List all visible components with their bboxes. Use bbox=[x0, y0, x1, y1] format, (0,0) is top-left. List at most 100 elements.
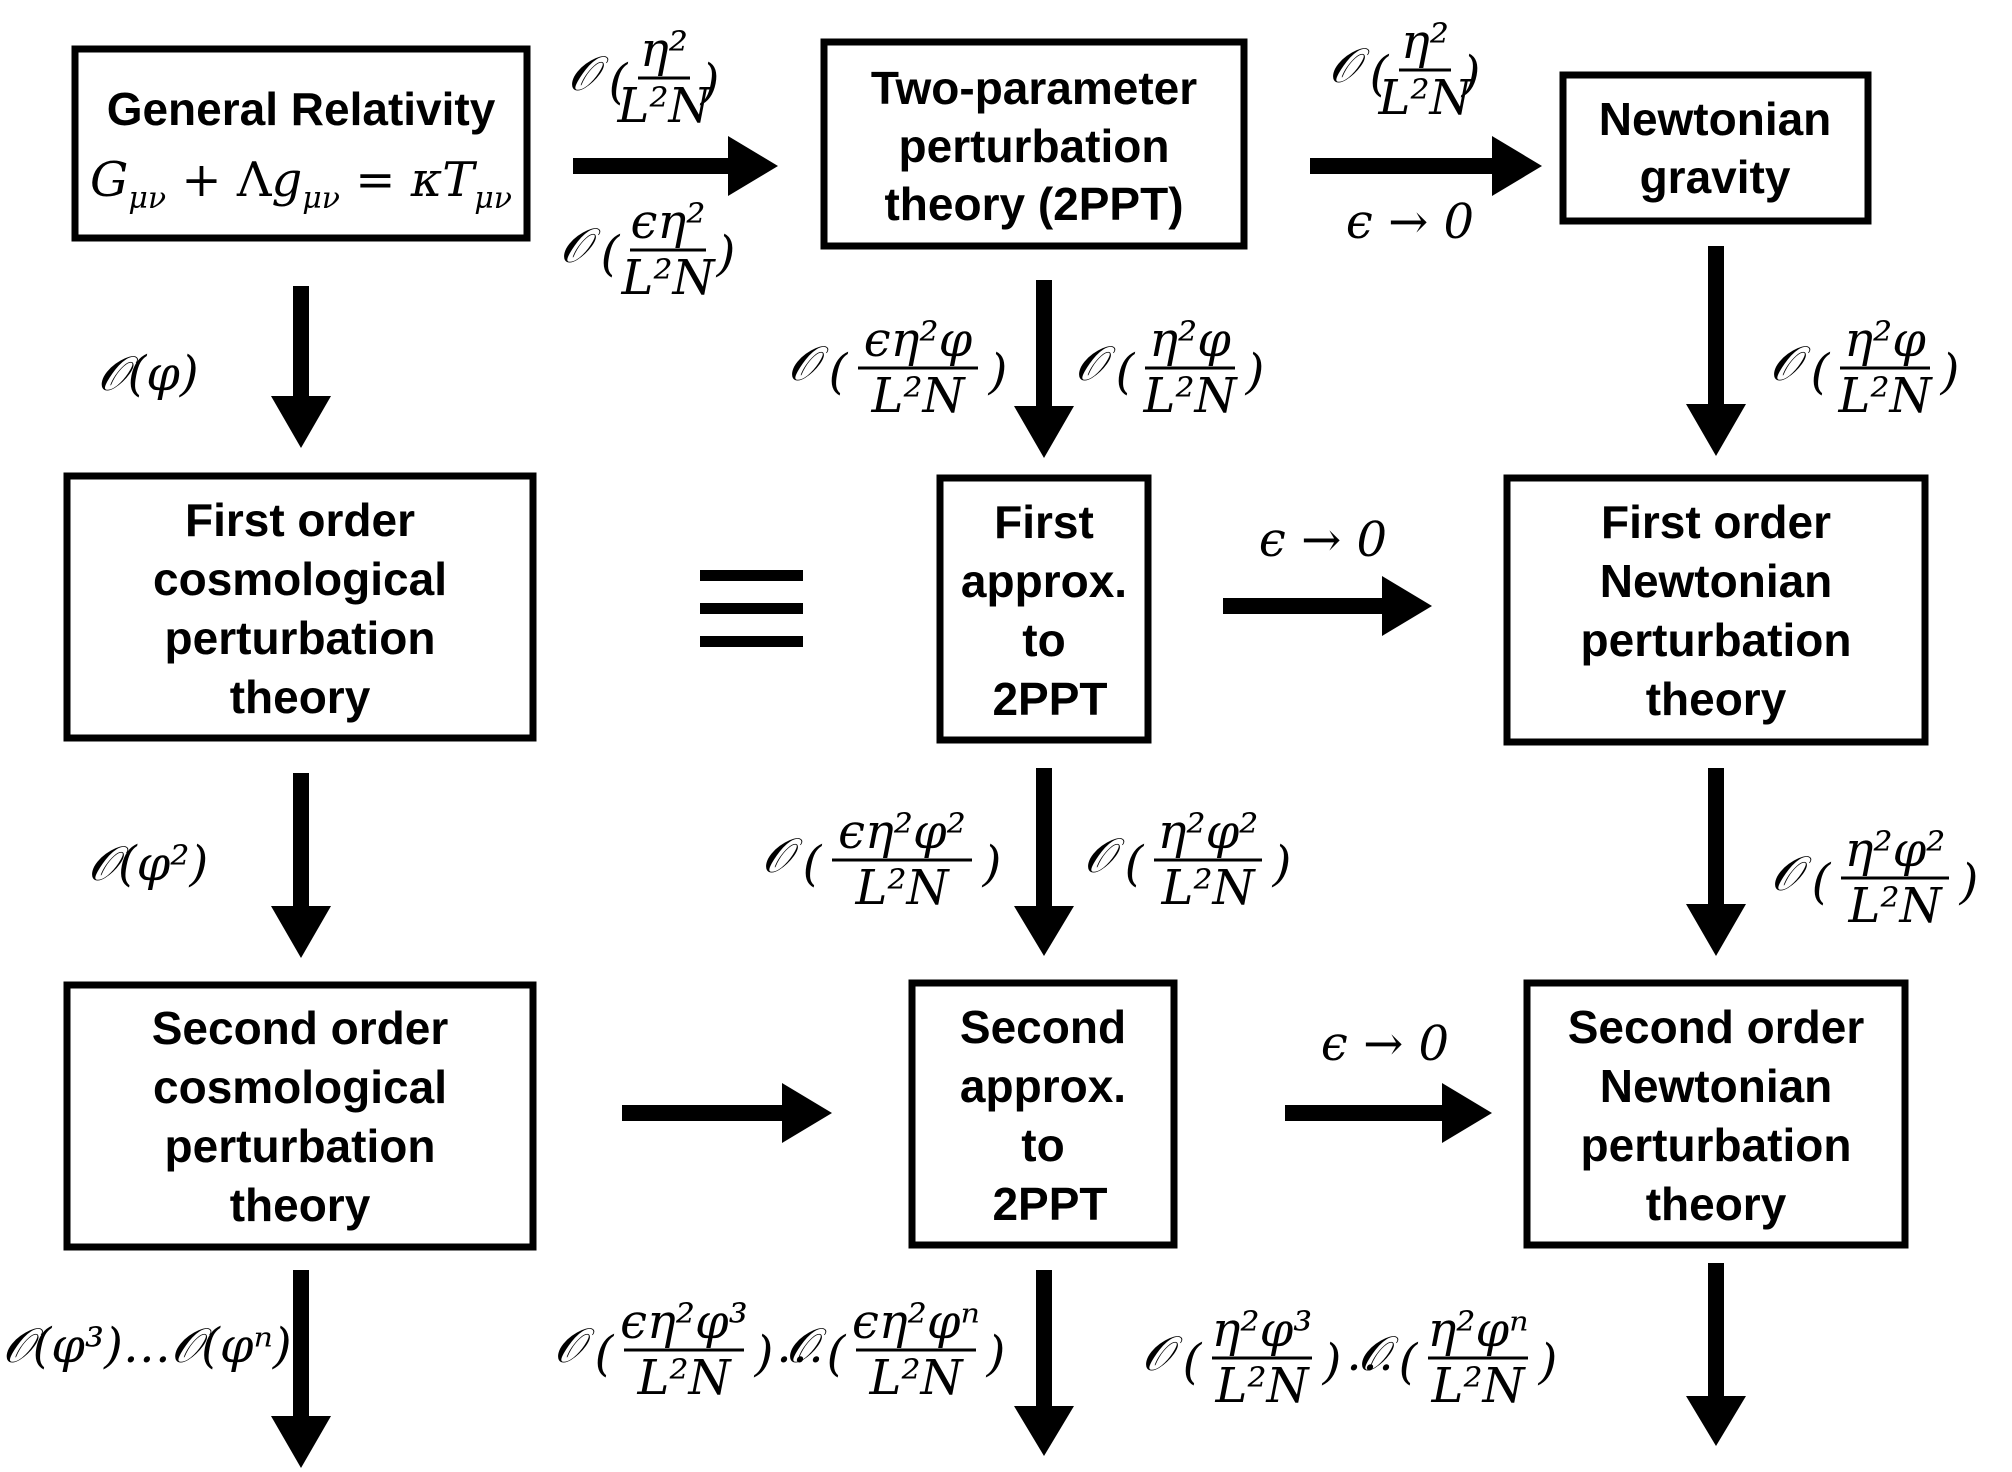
fraction-denominator: L²N bbox=[616, 78, 712, 134]
order-symbol: 𝒪 bbox=[762, 828, 803, 884]
arrow-second-approx-to-newton bbox=[1285, 1083, 1492, 1143]
box-line: cosmological bbox=[153, 1061, 447, 1113]
box-line: Newtonian bbox=[1600, 555, 1833, 607]
box-line: First order bbox=[1601, 496, 1831, 548]
order-phi2-label: 𝒪(φ²) bbox=[88, 836, 209, 892]
box-line: perturbation bbox=[165, 1120, 436, 1172]
paren-left: ( bbox=[1399, 1334, 1419, 1390]
order-symbol: 𝒪 bbox=[788, 336, 829, 392]
fraction-numerator: η²φⁿ bbox=[1427, 1302, 1528, 1358]
paren-right: ) bbox=[982, 836, 1002, 892]
fraction-denominator: L²N bbox=[870, 368, 966, 424]
paren-right: ) bbox=[754, 1326, 774, 1382]
fraction-numerator: ϵη²φⁿ bbox=[852, 1294, 980, 1350]
box-first-order-cosmo: First order cosmological perturbation th… bbox=[63, 472, 537, 742]
order-symbol: 𝒪 bbox=[1142, 1326, 1183, 1382]
paren-right: ) bbox=[1322, 1334, 1342, 1390]
order-phi-label: 𝒪(φ) bbox=[97, 346, 198, 402]
box-line: perturbation bbox=[1581, 614, 1852, 666]
eps-to-zero-label: ϵ → 0 bbox=[1346, 194, 1474, 250]
arrow-first-newton-to-second-newton bbox=[1686, 768, 1746, 956]
paren-right: ) bbox=[700, 54, 720, 110]
order-symbol: 𝒪 bbox=[1329, 38, 1370, 94]
box-line: Newtonian bbox=[1599, 93, 1832, 145]
paren-left: ( bbox=[1125, 836, 1145, 892]
ellipsis: … bbox=[776, 1318, 824, 1374]
order-phi-n-label: 𝒪(φ³)…𝒪(φⁿ) bbox=[2, 1318, 291, 1374]
fraction-denominator: L²N bbox=[1160, 860, 1256, 916]
arrow-second-approx-down bbox=[1014, 1270, 1074, 1456]
fraction-denominator: L²N bbox=[868, 1350, 964, 1406]
paren-right: ) bbox=[1940, 344, 1960, 400]
fraction-numerator: ϵη²φ² bbox=[838, 804, 966, 860]
box-line: to bbox=[1021, 1119, 1064, 1171]
paren-left: ( bbox=[829, 344, 849, 400]
box-line: perturbation bbox=[899, 120, 1170, 172]
paren-left: ( bbox=[609, 54, 629, 110]
order-symbol: 𝒪 bbox=[554, 1318, 595, 1374]
order-symbol: 𝒪 bbox=[1771, 846, 1812, 902]
arrow-newton-to-first-newton bbox=[1686, 246, 1746, 456]
box-line: First bbox=[994, 496, 1094, 548]
eps-to-zero-label: ϵ → 0 bbox=[1259, 512, 1387, 568]
paren-right: ) bbox=[986, 1326, 1006, 1382]
box-first-order-newton: First order Newtonian perturbation theor… bbox=[1503, 474, 1929, 746]
fraction-denominator: L²N bbox=[1142, 368, 1238, 424]
box-line: theory bbox=[230, 671, 371, 723]
paren-right: ) bbox=[1538, 1334, 1558, 1390]
fraction-denominator: L²N bbox=[1377, 70, 1473, 126]
fraction-denominator: L²N bbox=[620, 250, 716, 306]
paren-right: ) bbox=[1245, 344, 1265, 400]
box-line: to bbox=[1022, 614, 1065, 666]
paren-left: ( bbox=[601, 226, 621, 282]
box-line: approx. bbox=[961, 555, 1127, 607]
arrow-2ppt-to-first-approx bbox=[1014, 280, 1074, 458]
arrow-first-cosmo-to-second-cosmo bbox=[271, 773, 331, 958]
box-second-approx: Second approx. to 2PPT bbox=[908, 979, 1178, 1249]
fraction-denominator: L²N bbox=[636, 1350, 732, 1406]
box-first-approx: First approx. to 2PPT bbox=[936, 474, 1152, 744]
arrow-second-cosmo-down bbox=[271, 1270, 331, 1468]
box-line: approx. bbox=[960, 1060, 1126, 1112]
box-line: Newtonian bbox=[1600, 1060, 1833, 1112]
paren-right: ) bbox=[716, 226, 736, 282]
fraction-numerator: η²φ bbox=[1844, 312, 1926, 368]
paren-left: ( bbox=[1183, 1334, 1203, 1390]
paren-left: ( bbox=[1811, 344, 1831, 400]
paren-right: ) bbox=[1959, 854, 1979, 910]
box-line: 2PPT bbox=[992, 1178, 1107, 1230]
fraction-numerator: η²φ² bbox=[1845, 822, 1946, 878]
fraction-denominator: L²N bbox=[1837, 368, 1933, 424]
box-line: Second order bbox=[152, 1002, 449, 1054]
arrow-2ppt-to-newton bbox=[1310, 136, 1542, 196]
box-line: perturbation bbox=[1581, 1119, 1852, 1171]
box-line: perturbation bbox=[165, 612, 436, 664]
gr-title: General Relativity bbox=[107, 83, 496, 135]
box-line: Second bbox=[960, 1001, 1126, 1053]
paren-left: ( bbox=[1812, 854, 1832, 910]
paren-left: ( bbox=[1116, 344, 1136, 400]
fraction-numerator: η²φ³ bbox=[1212, 1302, 1313, 1358]
box-line: First order bbox=[185, 494, 415, 546]
paren-left: ( bbox=[827, 1326, 847, 1382]
fraction-denominator: L²N bbox=[1214, 1358, 1310, 1414]
box-line: 2PPT bbox=[992, 673, 1107, 725]
paren-right: ) bbox=[988, 344, 1008, 400]
arrow-second-cosmo-to-approx bbox=[622, 1083, 832, 1143]
arrow-gr-to-2ppt bbox=[573, 136, 778, 196]
box-line: Second order bbox=[1568, 1001, 1865, 1053]
box-two-parameter: Two-parameter perturbation theory (2PPT) bbox=[820, 38, 1248, 250]
arrow-first-approx-to-newton bbox=[1223, 576, 1432, 636]
fraction-numerator: η² bbox=[640, 22, 688, 78]
box-line: Two-parameter bbox=[871, 62, 1197, 114]
box-line: theory bbox=[230, 1179, 371, 1231]
paren-left: ( bbox=[595, 1326, 615, 1382]
box-line: theory bbox=[1646, 1178, 1787, 1230]
box-newtonian-gravity: Newtonian gravity bbox=[1559, 71, 1872, 225]
box-second-order-cosmo: Second order cosmological perturbation t… bbox=[63, 981, 537, 1251]
order-symbol: 𝒪 bbox=[1084, 828, 1125, 884]
order-symbol: 𝒪 bbox=[560, 218, 601, 274]
fraction-denominator: L²N bbox=[854, 860, 950, 916]
box-line: gravity bbox=[1640, 151, 1791, 203]
